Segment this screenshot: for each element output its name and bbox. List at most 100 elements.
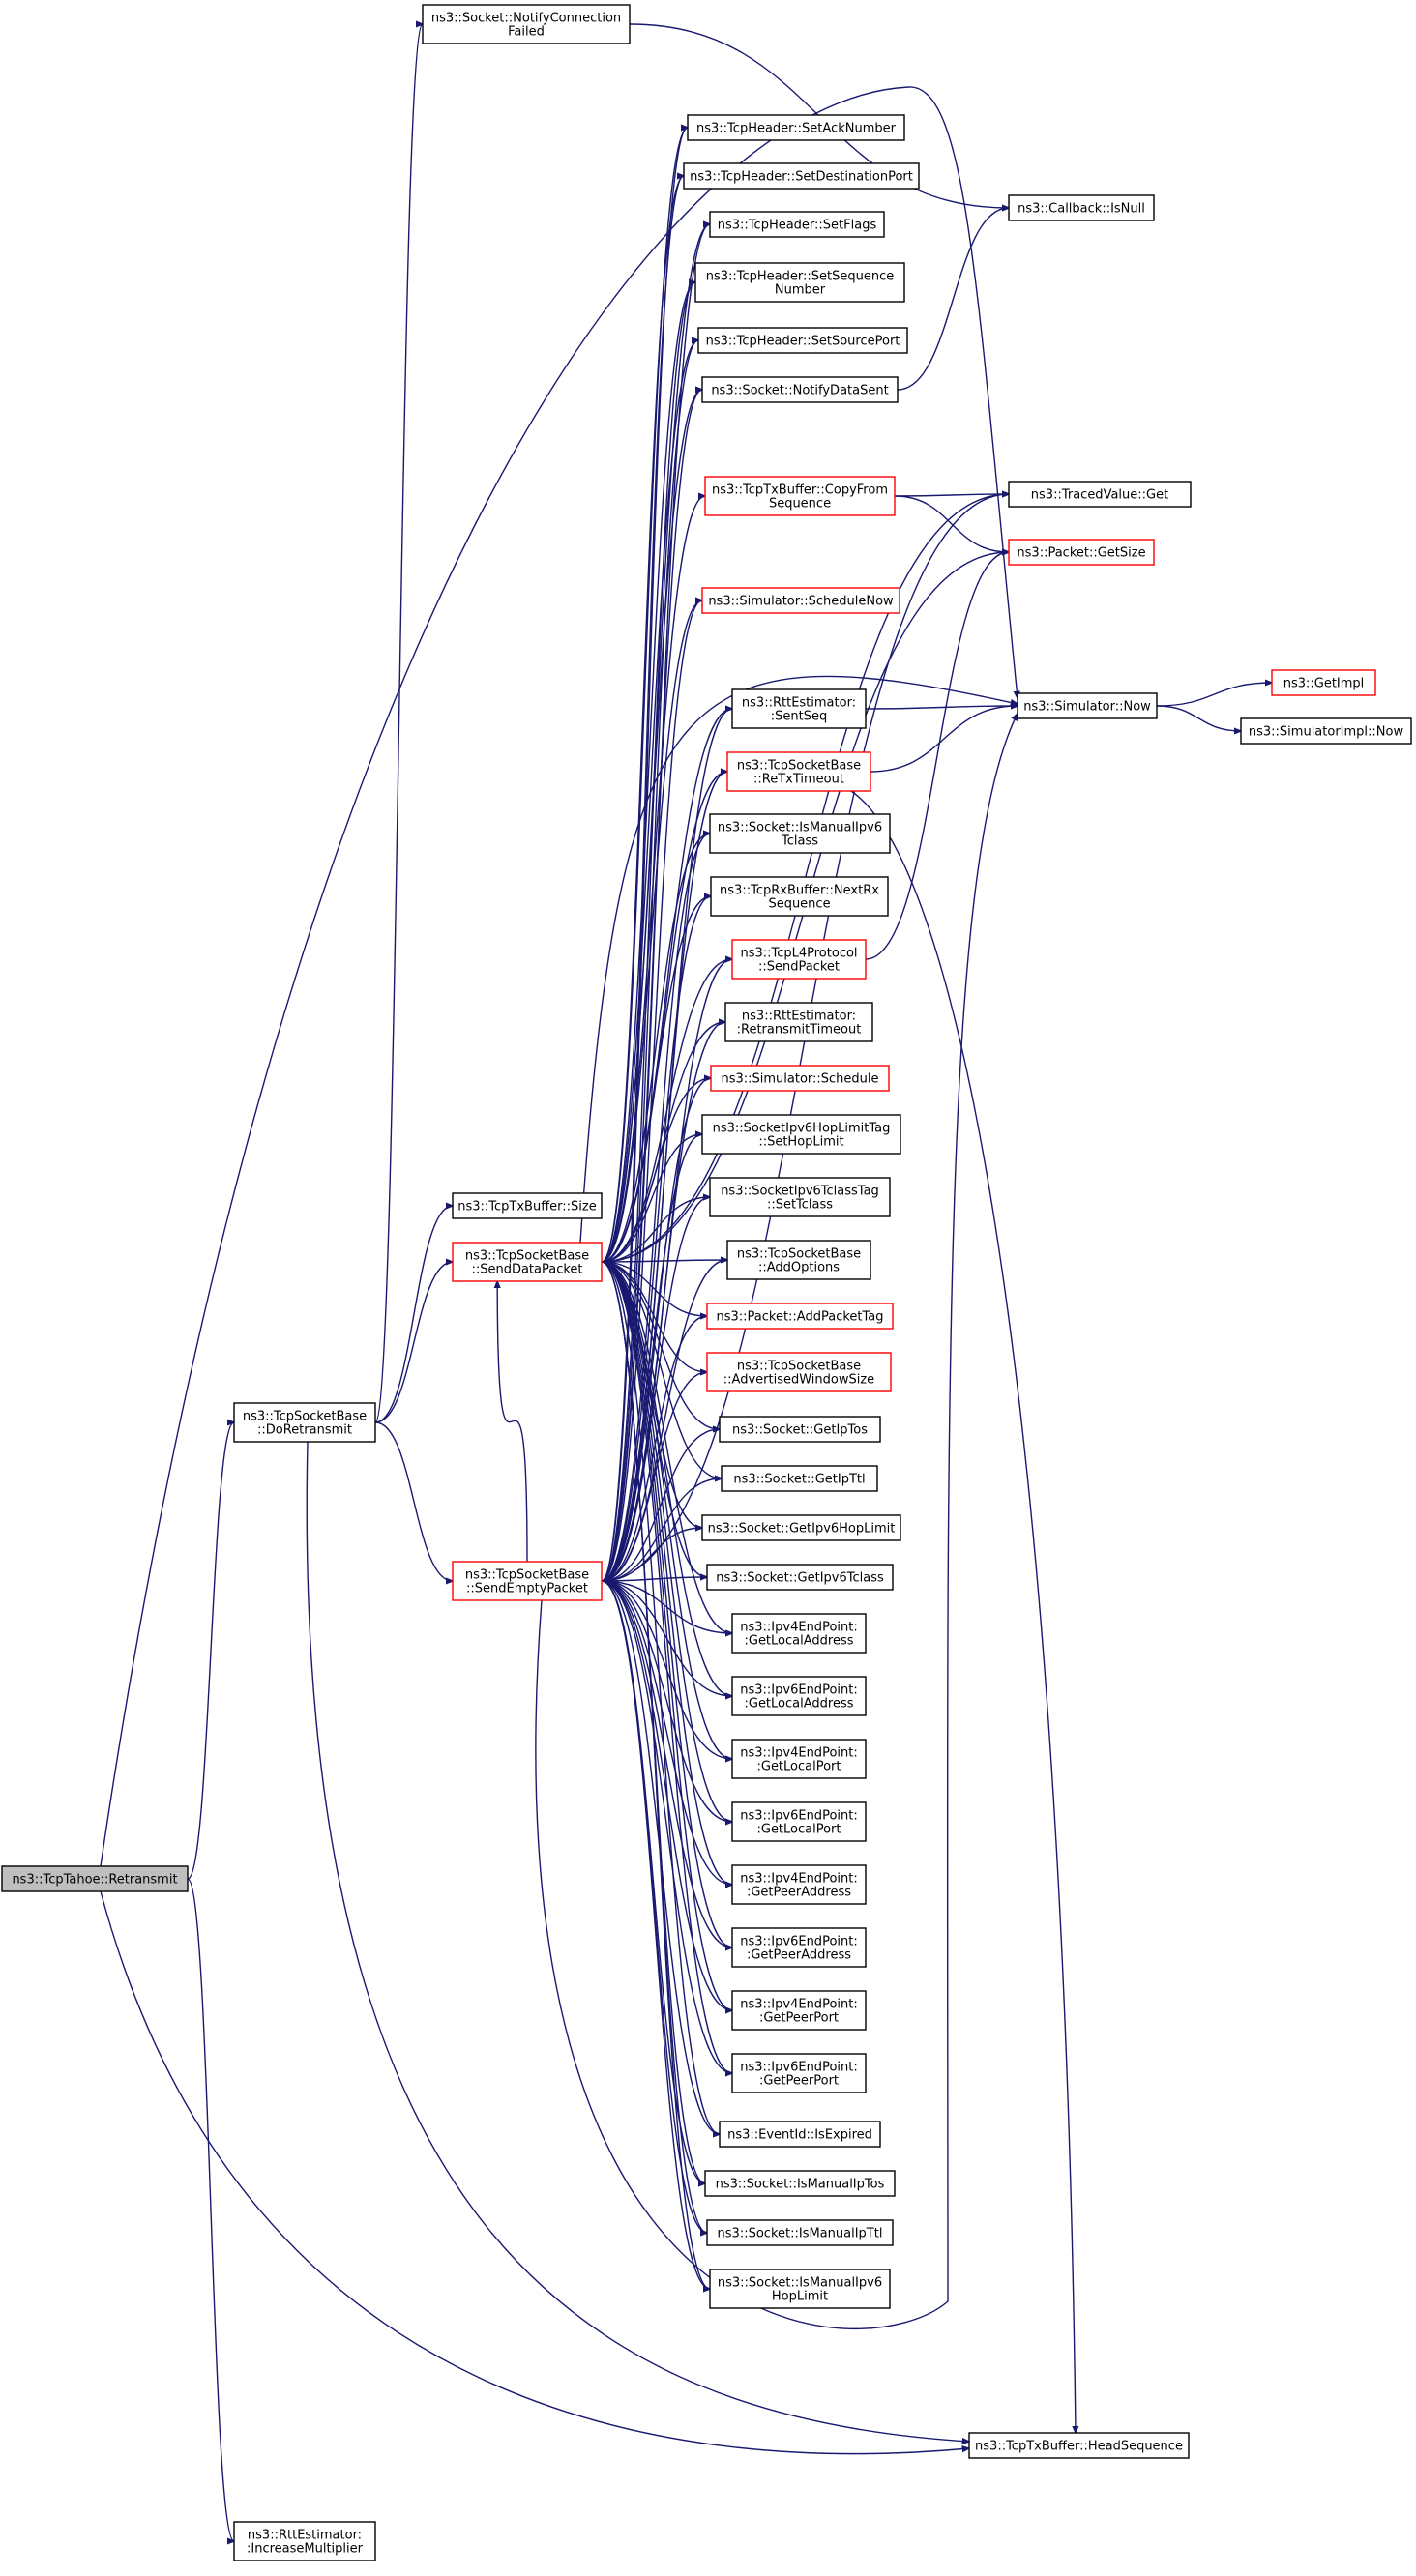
node-label: ns3::TcpHeader::SetAckNumber: [696, 122, 897, 136]
node-box: [694, 262, 905, 303]
node-simSchedule[interactable]: ns3::Simulator::Schedule: [710, 1065, 890, 1092]
node-label: ns3::Packet::GetSize: [1017, 546, 1145, 561]
node-l4SendPacket[interactable]: ns3::TcpL4Protocol::SendPacket: [731, 939, 867, 980]
edge-sendDataPacket-to-getIpTtl: [601, 1261, 722, 1478]
node-setDestinationPort[interactable]: ns3::TcpHeader::SetDestinationPort: [683, 162, 920, 190]
edge-sendDataPacket-to-ipv4GetLocalPort: [601, 1261, 732, 1759]
node-ipv4GetLocalAddress[interactable]: ns3::Ipv4EndPoint::GetLocalAddress: [731, 1613, 867, 1654]
node-setHopLimit[interactable]: ns3::SocketIpv6HopLimitTag::SetHopLimit: [701, 1114, 901, 1155]
edge-copyFromSequence-to-packetGetSize: [894, 495, 1009, 552]
edge-sendDataPacket-to-simulatorNow: [579, 675, 1018, 1244]
node-label: ns3::SocketIpv6HopLimitTag: [713, 1122, 891, 1136]
edge-sendEmptyPacket-to-isExpired: [601, 1580, 720, 2134]
node-ipv6GetLocalAddress[interactable]: ns3::Ipv6EndPoint::GetLocalAddress: [731, 1676, 867, 1716]
node-box: [452, 1242, 603, 1282]
edge-sendEmptyPacket-to-setSequenceNumber: [601, 282, 695, 1582]
node-ipv4GetPeerPort[interactable]: ns3::Ipv4EndPoint::GetPeerPort: [731, 1990, 867, 2031]
node-setSourcePort[interactable]: ns3::TcpHeader::SetSourcePort: [697, 327, 908, 354]
node-label: ns3::TcpHeader::SetSourcePort: [706, 335, 900, 349]
edge-sendDataPacket-to-isManualIpv6HopLimit: [601, 1261, 710, 2289]
node-getIpv6Tclass[interactable]: ns3::Socket::GetIpv6Tclass: [706, 1564, 894, 1591]
node-addPacketTag[interactable]: ns3::Packet::AddPacketTag: [706, 1303, 894, 1330]
node-isManualIpTtl[interactable]: ns3::Socket::IsManualIpTtl: [706, 2219, 894, 2246]
node-box: [731, 688, 867, 729]
edge-sendDataPacket-to-isExpired: [601, 1261, 720, 2134]
edge-sendDataPacket-to-ipv6GetLocalAddress: [601, 1261, 732, 1696]
edge-sendEmptyPacket-to-isManualIpv6Tclass: [601, 834, 710, 1582]
node-txBufferSize[interactable]: ns3::TcpTxBuffer::Size: [452, 1192, 603, 1219]
node-getIpTtl[interactable]: ns3::Socket::GetIpTtl: [721, 1465, 878, 1492]
node-box: [1008, 539, 1155, 566]
node-headSequence[interactable]: ns3::TcpTxBuffer::HeadSequence: [968, 2432, 1190, 2459]
node-setTclass[interactable]: ns3::SocketIpv6TclassTag::SetTclass: [709, 1177, 891, 1217]
node-advertisedWindowSize[interactable]: ns3::TcpSocketBase::AdvertisedWindowSize: [706, 1352, 892, 1392]
edge-sendDataPacket-to-addPacketTag: [601, 1261, 707, 1316]
node-isExpired[interactable]: ns3::EventId::IsExpired: [719, 2121, 881, 2148]
node-simulatorImplNow[interactable]: ns3::SimulatorImpl::Now: [1240, 717, 1412, 745]
node-box: [726, 1240, 871, 1280]
node-ipv6GetPeerPort[interactable]: ns3::Ipv6EndPoint::GetPeerPort: [731, 2053, 867, 2093]
node-box: [706, 1303, 894, 1330]
node-box: [1008, 481, 1192, 508]
node-label: ns3::TcpHeader::SetSequence: [706, 270, 895, 284]
node-retransmit[interactable]: ns3::TcpTahoe::Retransmit: [1, 1865, 189, 1892]
node-label: ns3::Socket::IsManualIpv6: [718, 2276, 882, 2291]
node-isManualIpTos[interactable]: ns3::Socket::IsManualIpTos: [704, 2170, 896, 2197]
node-setAckNumber[interactable]: ns3::TcpHeader::SetAckNumber: [687, 114, 905, 141]
edge-sendDataPacket-to-ipv6GetPeerAddress: [601, 1261, 732, 1947]
node-callbackIsNull[interactable]: ns3::Callback::IsNull: [1008, 194, 1155, 221]
node-label: Number: [775, 283, 826, 298]
node-ipv6GetLocalPort[interactable]: ns3::Ipv6EndPoint::GetLocalPort: [731, 1801, 867, 1842]
edge-l4SendPacket-to-packetGetSize: [865, 552, 1009, 960]
node-box: [1008, 194, 1155, 221]
node-ipv4GetPeerAddress[interactable]: ns3::Ipv4EndPoint::GetPeerAddress: [731, 1864, 867, 1905]
node-ipv6GetPeerAddress[interactable]: ns3::Ipv6EndPoint::GetPeerAddress: [731, 1927, 867, 1968]
node-label: ns3::EventId::IsExpired: [727, 2128, 872, 2143]
edge-sendDataPacket-to-ipv4GetPeerPort: [601, 1261, 732, 2010]
node-packetGetSize[interactable]: ns3::Packet::GetSize: [1008, 539, 1155, 566]
edge-sendDataPacket-to-ipv6GetLocalPort: [601, 1261, 732, 1822]
nodes-layer: ns3::TcpTahoe::Retransmit ns3::TcpSocketB…: [1, 4, 1412, 2561]
node-setFlags[interactable]: ns3::TcpHeader::SetFlags: [709, 211, 885, 238]
edge-sendDataPacket-to-setHopLimit: [601, 1134, 702, 1263]
node-addOptions[interactable]: ns3::TcpSocketBase::AddOptions: [726, 1240, 871, 1280]
edge-sendEmptyPacket-to-sendDataPacket: [497, 1281, 528, 1563]
node-notifyDataSent[interactable]: ns3::Socket::NotifyDataSent: [701, 376, 899, 403]
node-ipv4GetLocalPort[interactable]: ns3::Ipv4EndPoint::GetLocalPort: [731, 1739, 867, 1779]
node-box: [721, 1465, 878, 1492]
node-label: ::ReTxTimeout: [753, 773, 844, 787]
node-retransmitTimeout[interactable]: ns3::RttEstimator::RetransmitTimeout: [724, 1002, 873, 1042]
node-increaseMultiplier[interactable]: ns3::RttEstimator::IncreaseMultiplier: [233, 2521, 376, 2561]
edge-sendEmptyPacket-to-ipv4GetPeerPort: [601, 1580, 732, 2010]
node-scheduleNow[interactable]: ns3::Simulator::ScheduleNow: [701, 587, 900, 614]
node-getIpv6HopLimit[interactable]: ns3::Socket::GetIpv6HopLimit: [701, 1514, 901, 1541]
edge-sendDataPacket-to-getIpTos: [601, 1261, 720, 1429]
node-box: [701, 376, 899, 403]
node-simulatorNow[interactable]: ns3::Simulator::Now: [1017, 692, 1158, 719]
node-label: ns3::Socket::GetIpTos: [732, 1423, 868, 1438]
node-tracedValueGet[interactable]: ns3::TracedValue::Get: [1008, 481, 1192, 508]
node-label: ns3::TracedValue::Get: [1031, 488, 1168, 503]
node-label: ns3::Socket::IsManualIpv6: [718, 821, 882, 835]
node-box: [710, 876, 889, 917]
edge-sendDataPacket-to-ipv6GetPeerPort: [601, 1261, 732, 2073]
node-label: ns3::TcpL4Protocol: [740, 947, 857, 961]
node-reTxTimeout[interactable]: ns3::TcpSocketBase::ReTxTimeout: [726, 751, 871, 792]
node-sentSeq[interactable]: ns3::RttEstimator::SentSeq: [731, 688, 867, 729]
node-label: ns3::GetImpl: [1283, 677, 1365, 691]
node-box: [706, 1352, 892, 1392]
node-getImpl[interactable]: ns3::GetImpl: [1271, 669, 1376, 696]
node-label: ns3::Socket::NotifyConnection: [431, 12, 621, 26]
node-label: ns3::RttEstimator:: [742, 1010, 856, 1024]
node-label: ns3::Socket::GetIpv6HopLimit: [708, 1522, 896, 1537]
node-getIpTos[interactable]: ns3::Socket::GetIpTos: [719, 1416, 881, 1443]
node-sendDataPacket[interactable]: ns3::TcpSocketBase::SendDataPacket: [452, 1242, 603, 1282]
node-doRetransmit[interactable]: ns3::TcpSocketBase::DoRetransmit: [233, 1402, 376, 1443]
node-sendEmptyPacket[interactable]: ns3::TcpSocketBase::SendEmptyPacket: [452, 1561, 603, 1601]
